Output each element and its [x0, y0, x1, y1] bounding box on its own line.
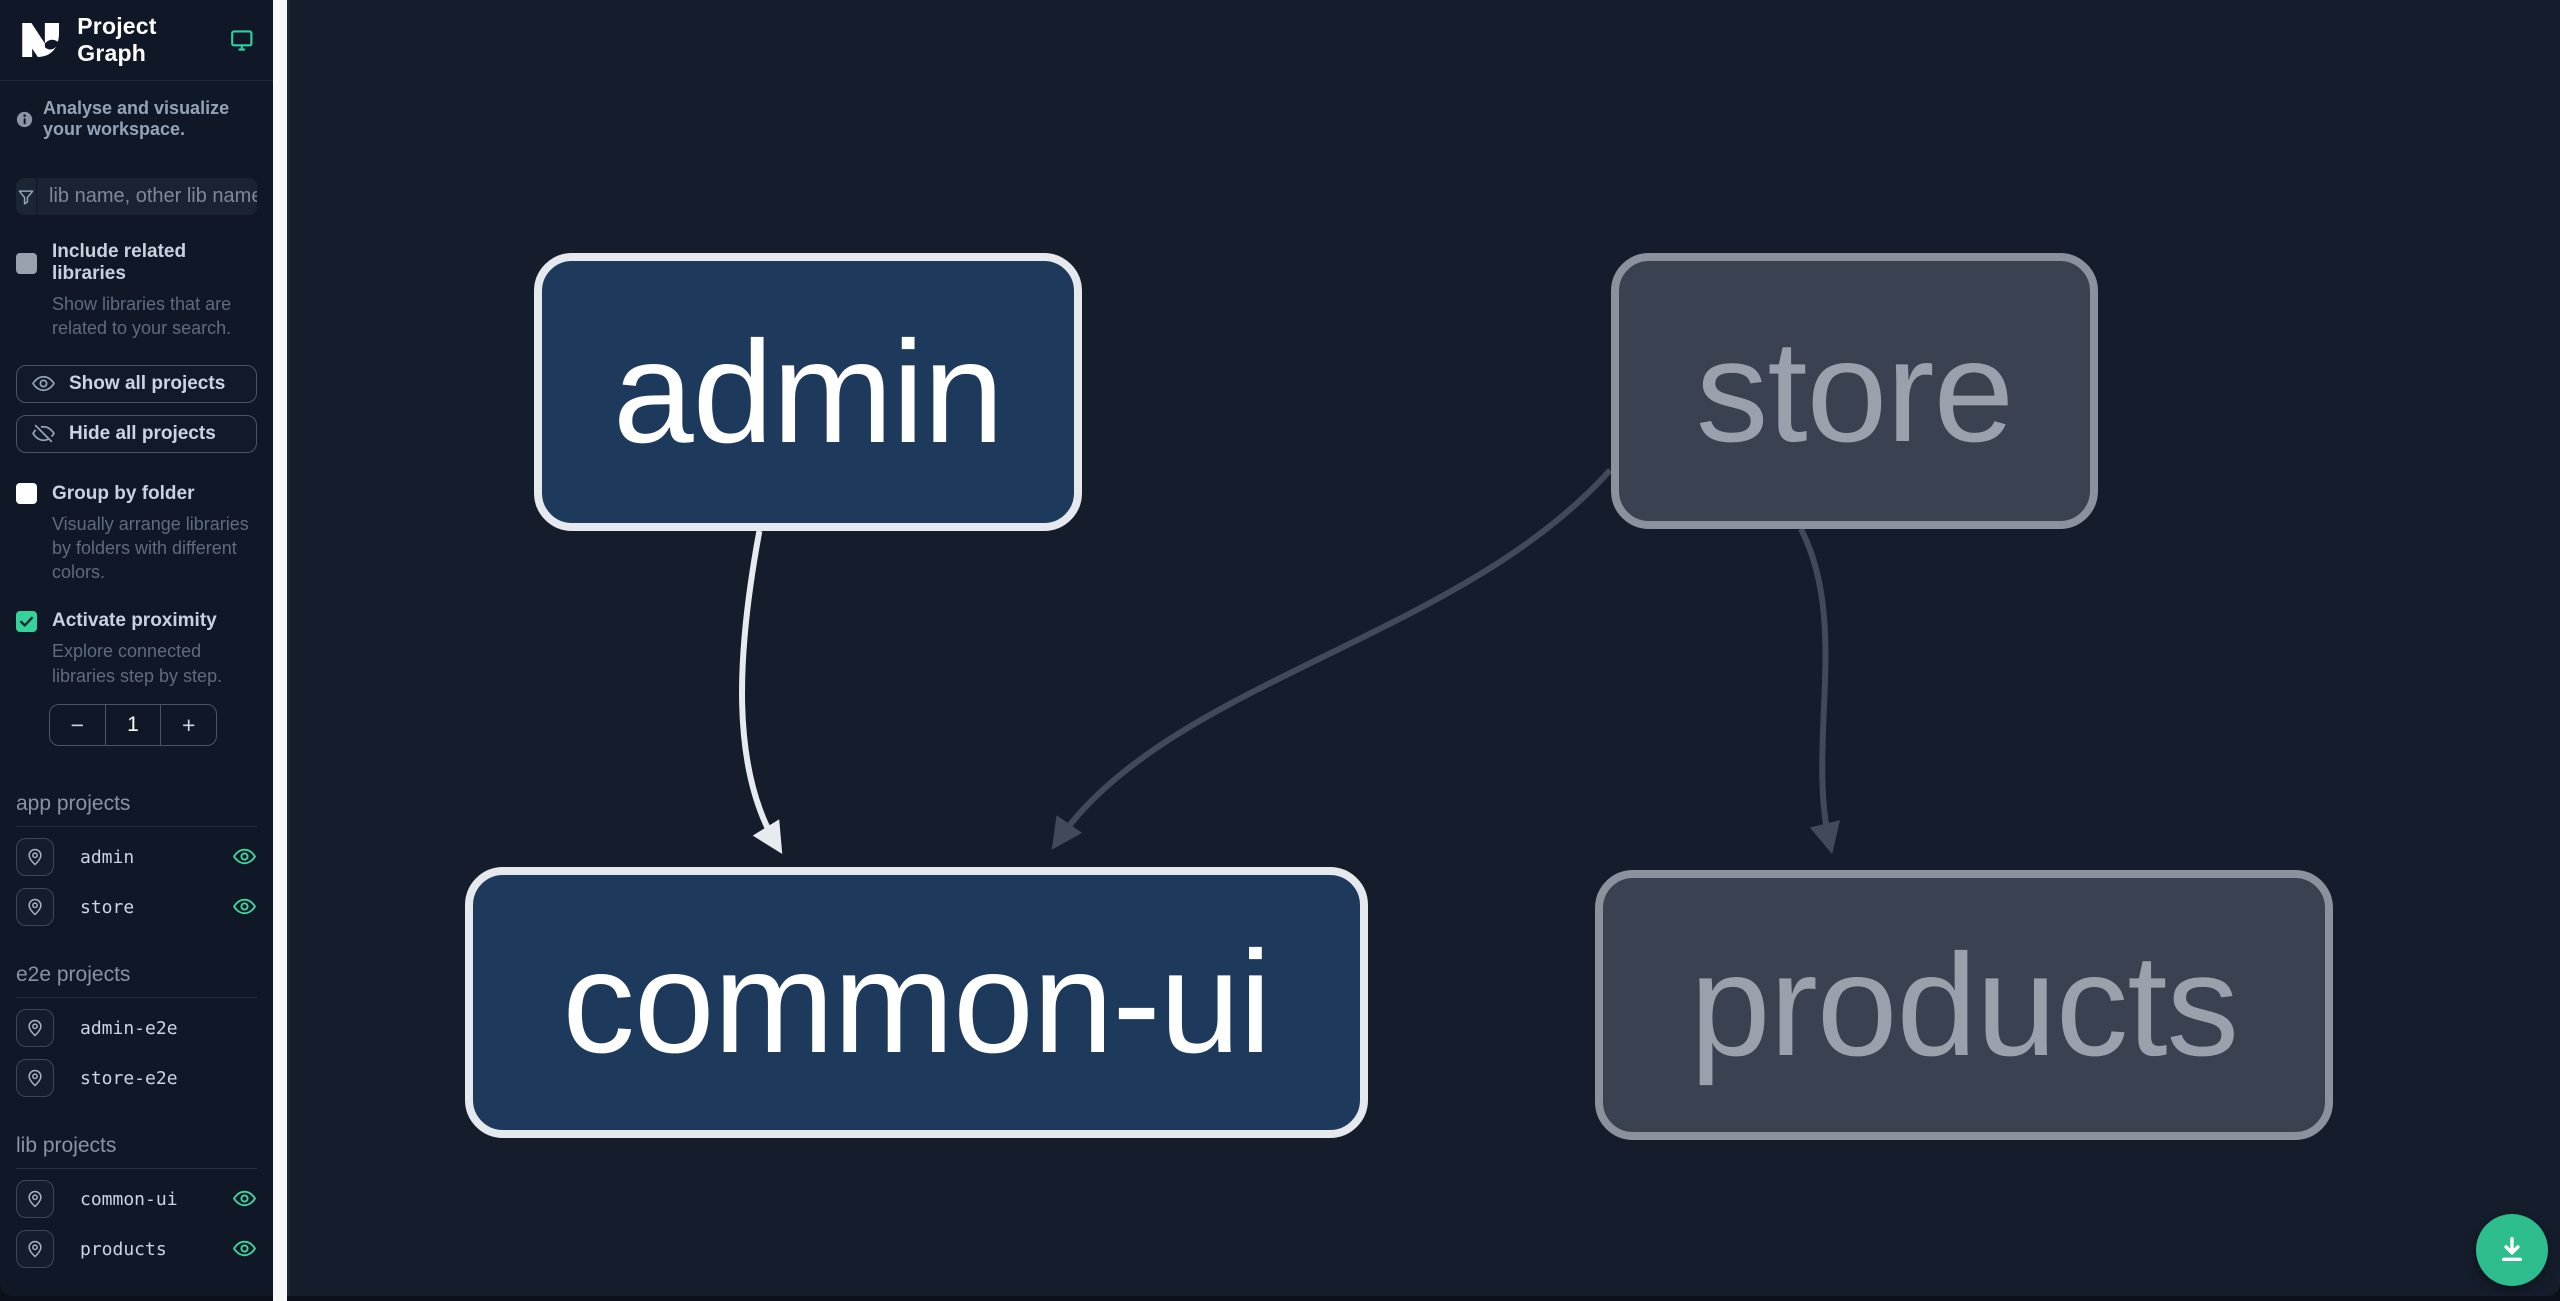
info-icon: [16, 111, 33, 127]
project-row-admin-e2e: admin-e2e: [16, 1008, 257, 1048]
include-related-label: Include related libraries: [52, 241, 187, 284]
checkmark-icon: [19, 616, 34, 627]
include-related-checkbox[interactable]: [16, 252, 37, 274]
workspace-tagline: Analyse and visualize your workspace.: [43, 98, 230, 139]
group-by-folder-description: Visually arrange libraries by folders wi…: [52, 513, 249, 583]
activate-proximity-checkbox[interactable]: [16, 610, 37, 632]
sidebar-resizer[interactable]: [273, 0, 287, 1301]
project-name: store: [80, 896, 135, 918]
focus-project-button[interactable]: [16, 1180, 54, 1219]
proximity-value: 1: [104, 705, 162, 746]
include-related-block: Include related libraries Show libraries…: [16, 241, 257, 341]
project-name: common-ui: [80, 1188, 178, 1210]
group-by-folder-block: Group by folder Visually arrange librari…: [16, 483, 257, 585]
group-by-folder-checkbox[interactable]: [16, 483, 37, 505]
proximity-increase-button[interactable]: +: [161, 705, 216, 745]
focus-project-button[interactable]: [16, 888, 54, 927]
pin-icon: [28, 1019, 42, 1037]
project-row-products: products: [16, 1229, 257, 1269]
hide-all-projects-label: Hide all projects: [69, 422, 216, 444]
section-app-projects: app projects admin: [0, 792, 273, 927]
project-name: store-e2e: [80, 1067, 178, 1089]
edge-admin-to-common-ui[interactable]: [739, 530, 783, 854]
pin-icon: [28, 1240, 42, 1258]
filter-input[interactable]: [37, 178, 257, 215]
graph-node-products[interactable]: products: [1595, 870, 2333, 1140]
section-title: lib projects: [16, 1134, 257, 1170]
graph-node-common-ui[interactable]: common-ui: [465, 867, 1368, 1138]
group-by-folder-label: Group by folder: [52, 482, 195, 504]
section-lib-projects: lib projects common-ui: [0, 1134, 273, 1269]
edge-store-to-common-ui[interactable]: [1051, 467, 1613, 850]
show-all-projects-button[interactable]: Show all projects: [16, 364, 257, 403]
focus-project-button[interactable]: [16, 1059, 54, 1098]
proximity-stepper: − 1 +: [49, 704, 217, 747]
eye-icon: [232, 898, 256, 915]
node-label: common-ui: [562, 921, 1271, 1083]
eye-icon: [232, 1240, 256, 1257]
edge-layer: [739, 467, 1841, 855]
eye-icon: [232, 848, 256, 865]
download-icon: [2502, 1236, 2522, 1262]
pin-icon: [28, 1190, 42, 1208]
show-all-projects-label: Show all projects: [69, 372, 226, 394]
project-name: admin: [80, 846, 135, 868]
graph-node-admin[interactable]: admin: [534, 253, 1082, 531]
toggle-visibility-button[interactable]: [231, 844, 257, 870]
download-graph-button[interactable]: [2476, 1214, 2548, 1286]
graph-canvas[interactable]: admin store common-ui products: [287, 0, 2560, 1296]
node-label: store: [1695, 309, 2014, 472]
project-row-store: store: [16, 887, 257, 927]
eye-icon: [32, 375, 55, 392]
section-e2e-projects: e2e projects admin-e2e store-e2: [0, 963, 273, 1098]
activate-proximity-block: Activate proximity Explore connected lib…: [16, 610, 257, 688]
toggle-visibility-button[interactable]: [231, 894, 257, 920]
pin-icon: [28, 848, 42, 866]
monitor-icon: [231, 30, 253, 51]
project-name: products: [80, 1238, 167, 1260]
workspace-tagline-row: Analyse and visualize your workspace.: [0, 81, 273, 140]
sidebar-header: Project Graph: [0, 0, 273, 81]
node-label: products: [1689, 923, 2239, 1086]
project-row-store-e2e: store-e2e: [16, 1058, 257, 1098]
focus-project-button[interactable]: [16, 1230, 54, 1269]
hide-all-projects-button[interactable]: Hide all projects: [16, 414, 257, 453]
filter-box: [16, 178, 257, 215]
project-name: admin-e2e: [80, 1017, 178, 1039]
sidebar: Project Graph Analyse and visualize your…: [0, 0, 273, 1296]
toggle-visibility-button[interactable]: [231, 1236, 257, 1262]
project-row-admin: admin: [16, 837, 257, 877]
node-label: admin: [613, 310, 1004, 473]
edge-store-to-products[interactable]: [1798, 527, 1841, 855]
focus-project-button[interactable]: [16, 1009, 54, 1048]
app-title: Project Graph: [77, 13, 157, 66]
toggle-visibility-button[interactable]: [231, 1186, 257, 1212]
activate-proximity-label: Activate proximity: [52, 610, 217, 632]
activate-proximity-description: Explore connected libraries step by step…: [52, 641, 223, 686]
proximity-decrease-button[interactable]: −: [50, 705, 105, 745]
section-title: e2e projects: [16, 963, 257, 999]
nx-logo: [22, 23, 60, 57]
pin-icon: [28, 898, 42, 916]
include-related-description: Show libraries that are related to your …: [52, 294, 232, 339]
section-title: app projects: [16, 792, 257, 828]
filter-icon-cell: [16, 178, 37, 215]
eye-icon: [232, 1190, 256, 1207]
eye-off-icon: [32, 424, 55, 443]
pin-icon: [28, 1069, 42, 1087]
project-row-common-ui: common-ui: [16, 1179, 257, 1219]
graph-node-store[interactable]: store: [1611, 253, 2098, 529]
filter-icon: [18, 189, 34, 205]
focus-project-button[interactable]: [16, 838, 54, 877]
